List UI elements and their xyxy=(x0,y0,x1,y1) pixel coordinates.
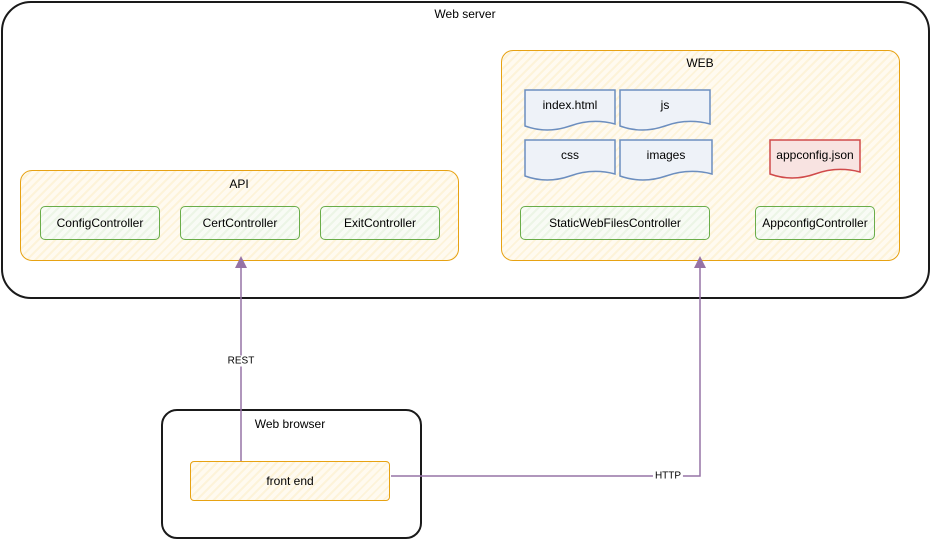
appconfig-file-shape xyxy=(769,139,861,179)
rest-edge-label: REST xyxy=(225,355,257,367)
http-edge-label: HTTP xyxy=(652,470,684,482)
images-file: images xyxy=(646,148,686,162)
css-file: css xyxy=(561,148,579,162)
front-end-node: front end xyxy=(190,461,390,501)
js-file-shape xyxy=(619,89,711,131)
images-file-shape xyxy=(619,139,713,181)
web-server-container xyxy=(1,1,930,299)
config-controller-node: ConfigController xyxy=(40,206,160,240)
cert-controller-node: CertController xyxy=(180,206,300,240)
static-web-files-controller-node: StaticWebFilesController xyxy=(520,206,710,240)
web-server-label: Web server xyxy=(434,7,496,21)
web-label: WEB xyxy=(686,56,714,70)
css-file-shape xyxy=(524,139,616,181)
web-browser-label: Web browser xyxy=(254,417,326,431)
index-html-file: index.html xyxy=(542,98,598,112)
index-html-file-shape xyxy=(524,89,616,131)
web-browser-container xyxy=(161,409,422,539)
api-label: API xyxy=(229,177,249,191)
appconfig-controller-node: AppconfigController xyxy=(755,206,875,240)
http-arrow xyxy=(391,256,706,477)
appconfig-json-file: appconfig.json xyxy=(776,148,854,162)
exit-controller-node: ExitController xyxy=(320,206,440,240)
js-file: js xyxy=(660,98,670,112)
